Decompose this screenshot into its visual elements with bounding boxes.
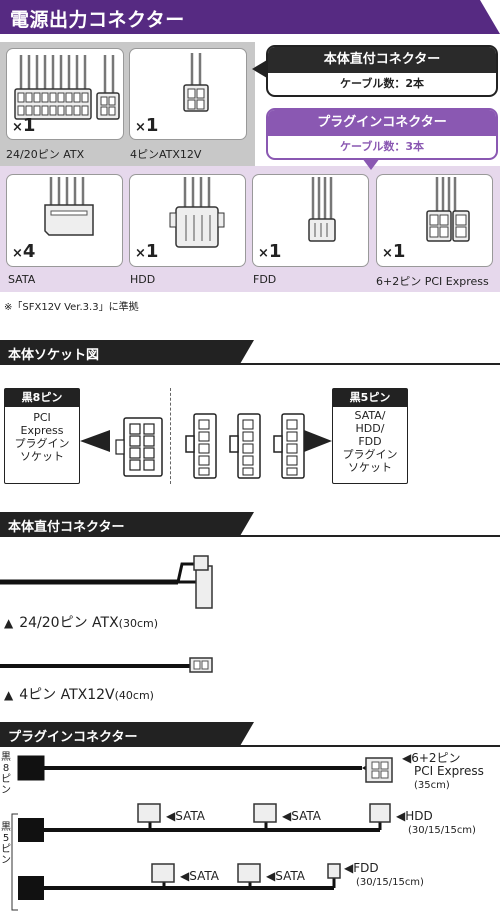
connector-card-hdd: ×1 xyxy=(129,174,246,267)
pcie-count: 1 xyxy=(392,241,406,262)
socket-5pin-illustrations xyxy=(185,413,305,479)
section-header-sockets: 本体ソケット図 xyxy=(0,340,500,370)
hdd-cable-label: ◀HDD (30/15/15cm) xyxy=(396,809,476,837)
plugin-callout-arrow xyxy=(362,158,380,170)
direct-callout-arrow xyxy=(252,60,267,78)
plugin-connector-callout: プラグインコネクター ケーブル数：3本 xyxy=(266,108,498,160)
socket-5pin-pointer xyxy=(304,430,332,452)
plugin-cables-illustration xyxy=(17,755,393,900)
direct-connector-callout: 本体直付コネクター ケーブル数：2本 xyxy=(266,45,498,97)
connector-card-sata: ×4 xyxy=(6,174,123,267)
fdd-count: 1 xyxy=(268,241,282,262)
plugin-callout-cables: ケーブル数：3本 xyxy=(340,140,424,153)
pcie-label: 6+2ピン PCI Express xyxy=(376,275,489,288)
page-title: 電源出力コネクター xyxy=(10,9,185,31)
connector-card-pcie: ×1 xyxy=(376,174,493,267)
section-header-direct-cables: 本体直付コネクター xyxy=(0,512,500,542)
atx12v-cable-caption: ▲4ピン ATX12V(40cm) xyxy=(4,687,154,703)
connector-card-fdd: ×1 xyxy=(252,174,369,267)
atx12v-connector-illustration xyxy=(183,53,209,112)
hdd-count: 1 xyxy=(145,241,159,262)
atx12v-label: 4ピンATX12V xyxy=(130,148,202,161)
pcie-cable-label: ◀6+2ピン PCI Express (35cm) xyxy=(402,751,484,792)
atx24-connector-illustration xyxy=(14,55,120,120)
sata-count: 4 xyxy=(22,241,36,262)
hdd-connector-illustration xyxy=(169,177,225,248)
sata-label-fdd-2: ◀SATA xyxy=(266,869,305,883)
socket-8pin-pointer xyxy=(80,430,110,452)
fdd-connector-illustration xyxy=(308,177,336,242)
socket-8pin-label-box: 黒8ピン PCI Express プラグイン ソケット xyxy=(4,388,80,484)
socket-5pin-label-box: 黒5ピン SATA/ HDD/ FDD プラグイン ソケット xyxy=(332,388,408,484)
side-label-5pin: 黒 5 ピ ン xyxy=(1,822,11,866)
pcie-connector-illustration xyxy=(426,177,470,242)
atx24-count: 1 xyxy=(22,115,36,136)
socket-section-title: 本体ソケット図 xyxy=(8,348,100,363)
socket-5pin-tag: 黒5ピン xyxy=(333,389,407,407)
hdd-label: HDD xyxy=(130,273,156,286)
direct-callout-cables: ケーブル数：2本 xyxy=(340,77,424,90)
atx12v-cable-illustration xyxy=(0,657,213,673)
sata-label: SATA xyxy=(8,273,36,286)
sata-connector-illustration xyxy=(44,177,94,236)
atx24-cable-caption: ▲24/20ピン ATX(30cm) xyxy=(4,615,159,631)
socket-8pin-tag: 黒8ピン xyxy=(5,389,79,407)
section-header-plugin-cables: プラグインコネクター xyxy=(0,722,500,752)
fdd-cable-label: ◀FDD (30/15/15cm) xyxy=(344,861,424,889)
sata-label-fdd-1: ◀SATA xyxy=(180,869,219,883)
direct-section-title: 本体直付コネクター xyxy=(8,520,125,535)
compliance-note: ※「SFX12V Ver.3.3」に準拠 xyxy=(4,302,139,313)
socket-8pin-illustration xyxy=(115,417,163,477)
atx24-cable-illustration xyxy=(0,555,213,609)
side-label-8pin: 黒 8 ピ ン xyxy=(1,752,11,796)
sata-label-hdd-1: ◀SATA xyxy=(166,809,205,823)
connector-card-atx12v: ×1 xyxy=(129,48,247,140)
connector-card-atx24: ×1 xyxy=(6,48,124,140)
plugin-callout-title: プラグインコネクター xyxy=(268,110,496,136)
atx24-label: 24/20ピン ATX xyxy=(6,148,85,161)
atx12v-count: 1 xyxy=(145,115,159,136)
socket-divider xyxy=(170,388,171,484)
5pin-bracket xyxy=(11,813,18,911)
plugin-section-title: プラグインコネクター xyxy=(8,730,138,745)
fdd-label: FDD xyxy=(253,273,277,286)
direct-callout-title: 本体直付コネクター xyxy=(268,47,496,73)
section-header-power-output: 電源出力コネクター xyxy=(0,0,500,34)
sata-label-hdd-2: ◀SATA xyxy=(282,809,321,823)
